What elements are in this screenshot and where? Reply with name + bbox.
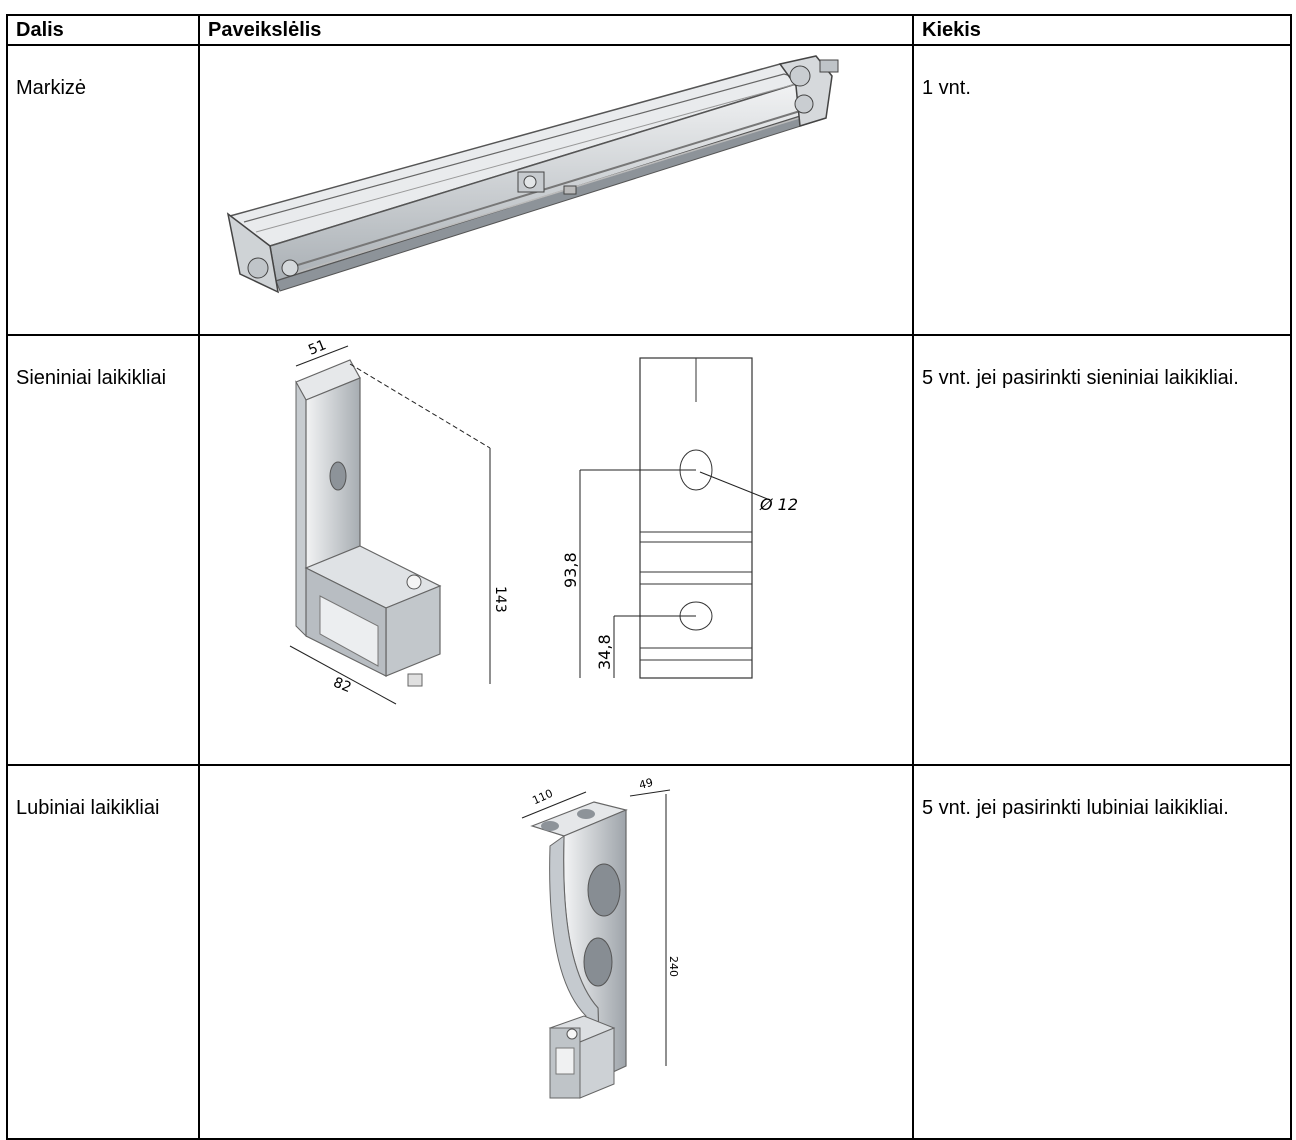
dimension-label: 49 [638, 776, 655, 792]
top-clipped-text [0, 0, 1296, 14]
part-name: Markizė [6, 44, 200, 336]
part-quantity: 5 vnt. jei pasirinkti lubiniai laikiklia… [912, 764, 1292, 1140]
awning-cassette-image [226, 55, 839, 294]
part-quantity: 1 vnt. [912, 44, 1292, 336]
header-image: Paveikslėlis [198, 14, 914, 46]
dimension-label: 143 [492, 586, 508, 613]
table-row: Markizė [6, 44, 1292, 336]
part-image-cell: 51 143 82 [198, 334, 914, 766]
ceiling-bracket-image: 110 49 240 [521, 776, 680, 1099]
dimension-label: 93,8 [561, 552, 580, 588]
parts-table: Dalis Paveikslėlis Kiekis Markizė [6, 14, 1292, 1140]
header-quantity: Kiekis [912, 14, 1292, 46]
part-image-cell: 110 49 240 [198, 764, 914, 1140]
dimension-label: Ø 12 [759, 495, 798, 514]
wall-bracket-image: 51 143 82 [289, 337, 798, 705]
dimension-label: 82 [331, 675, 354, 697]
dimension-label: 51 [306, 337, 329, 359]
table-row: Sieniniai laikikliai [6, 334, 1292, 766]
header-part: Dalis [6, 14, 200, 46]
dimension-label: 34,8 [595, 634, 614, 670]
part-name: Sieniniai laikikliai [6, 334, 200, 766]
table-row: Lubiniai laikikliai [6, 764, 1292, 1140]
dimension-label: 110 [530, 787, 554, 807]
part-quantity: 5 vnt. jei pasirinkti sieniniai laikikli… [912, 334, 1292, 766]
part-image-cell [198, 44, 914, 336]
table-header-row: Dalis Paveikslėlis Kiekis [6, 14, 1292, 46]
dimension-label: 240 [667, 956, 680, 977]
part-name: Lubiniai laikikliai [6, 764, 200, 1140]
